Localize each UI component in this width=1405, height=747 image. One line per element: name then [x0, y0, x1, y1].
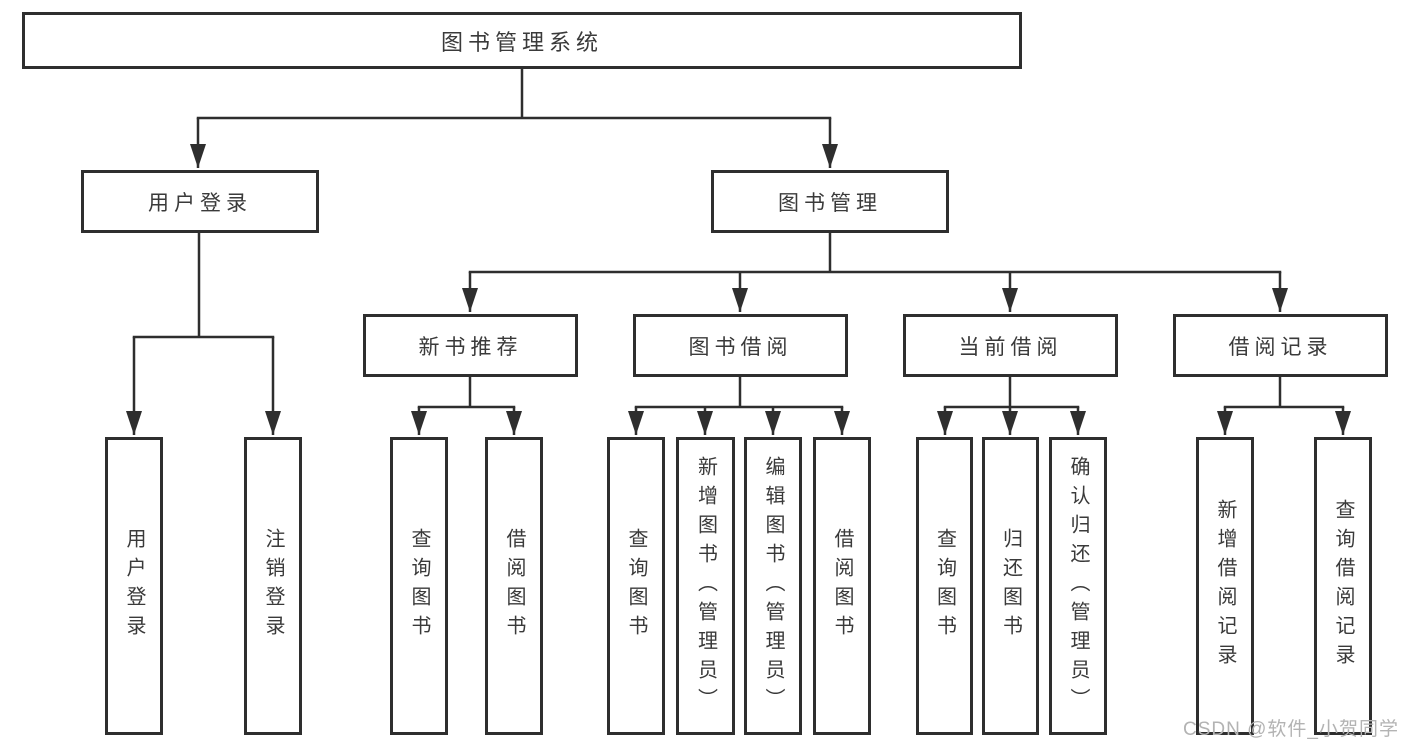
- leaf-add-book-admin: 新增图书（管理员）: [676, 437, 735, 735]
- node-new-book-recommend: 新书推荐: [363, 314, 578, 377]
- leaf-logout: 注销登录: [244, 437, 302, 735]
- node-borrow-records: 借阅记录: [1173, 314, 1388, 377]
- node-book-borrow: 图书借阅: [633, 314, 848, 377]
- leaf-confirm-return-admin: 确认归还（管理员）: [1049, 437, 1107, 735]
- leaf-query-borrow-record: 查询借阅记录: [1314, 437, 1372, 735]
- leaf-recommend-query-books: 查询图书: [390, 437, 448, 735]
- leaf-borrow-query-books: 查询图书: [607, 437, 665, 735]
- node-book-management: 图书管理: [711, 170, 949, 233]
- leaf-return-book: 归还图书: [982, 437, 1039, 735]
- leaf-edit-book-admin: 编辑图书（管理员）: [744, 437, 802, 735]
- node-user-login: 用户登录: [81, 170, 319, 233]
- node-current-borrow: 当前借阅: [903, 314, 1118, 377]
- leaf-borrow-books: 借阅图书: [813, 437, 871, 735]
- leaf-add-borrow-record: 新增借阅记录: [1196, 437, 1254, 735]
- leaf-recommend-borrow-books: 借阅图书: [485, 437, 543, 735]
- leaf-user-login: 用户登录: [105, 437, 163, 735]
- leaf-current-query-books: 查询图书: [916, 437, 973, 735]
- node-root: 图书管理系统: [22, 12, 1022, 69]
- csdn-watermark: CSDN @软件_小贺同学: [1183, 719, 1399, 740]
